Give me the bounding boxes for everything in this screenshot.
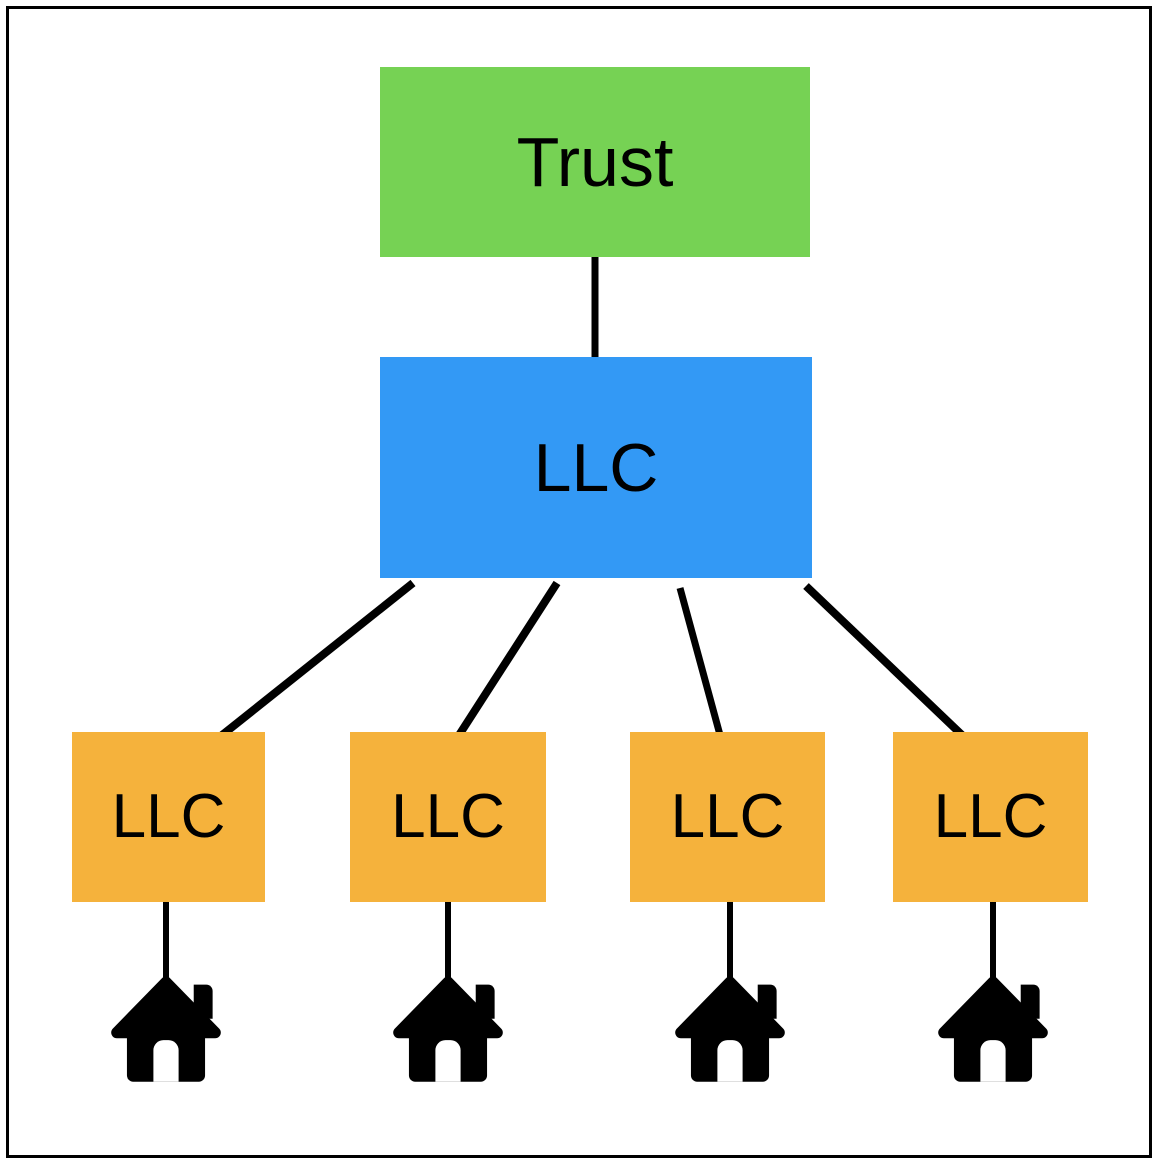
connector-parent-llc-to-child-llc-4	[803, 583, 988, 760]
node-parent-llc[interactable]: LLC	[380, 357, 812, 578]
node-child-llc-1-label: LLC	[111, 782, 226, 851]
node-trust[interactable]: Trust	[380, 67, 810, 257]
house-icon	[938, 976, 1048, 1082]
node-child-llc-1[interactable]: LLC	[72, 732, 265, 902]
node-child-llc-3[interactable]: LLC	[630, 732, 825, 902]
node-parent-llc-label: LLC	[533, 429, 659, 506]
node-child-llc-3-label: LLC	[670, 782, 785, 851]
node-child-llc-4[interactable]: LLC	[893, 732, 1088, 902]
house-icon	[111, 976, 221, 1082]
connector-parent-llc-to-child-llc-2	[439, 580, 561, 763]
node-trust-label: Trust	[516, 123, 674, 201]
node-child-llc-2-label: LLC	[391, 782, 505, 851]
house-icon	[675, 976, 785, 1082]
node-child-llc-4-label: LLC	[933, 782, 1048, 851]
connector-parent-llc-to-child-llc-3	[676, 587, 730, 758]
house-icon	[393, 976, 503, 1082]
node-child-llc-2[interactable]: LLC	[350, 732, 546, 902]
connector-parent-llc-to-child-llc-1	[189, 579, 416, 763]
